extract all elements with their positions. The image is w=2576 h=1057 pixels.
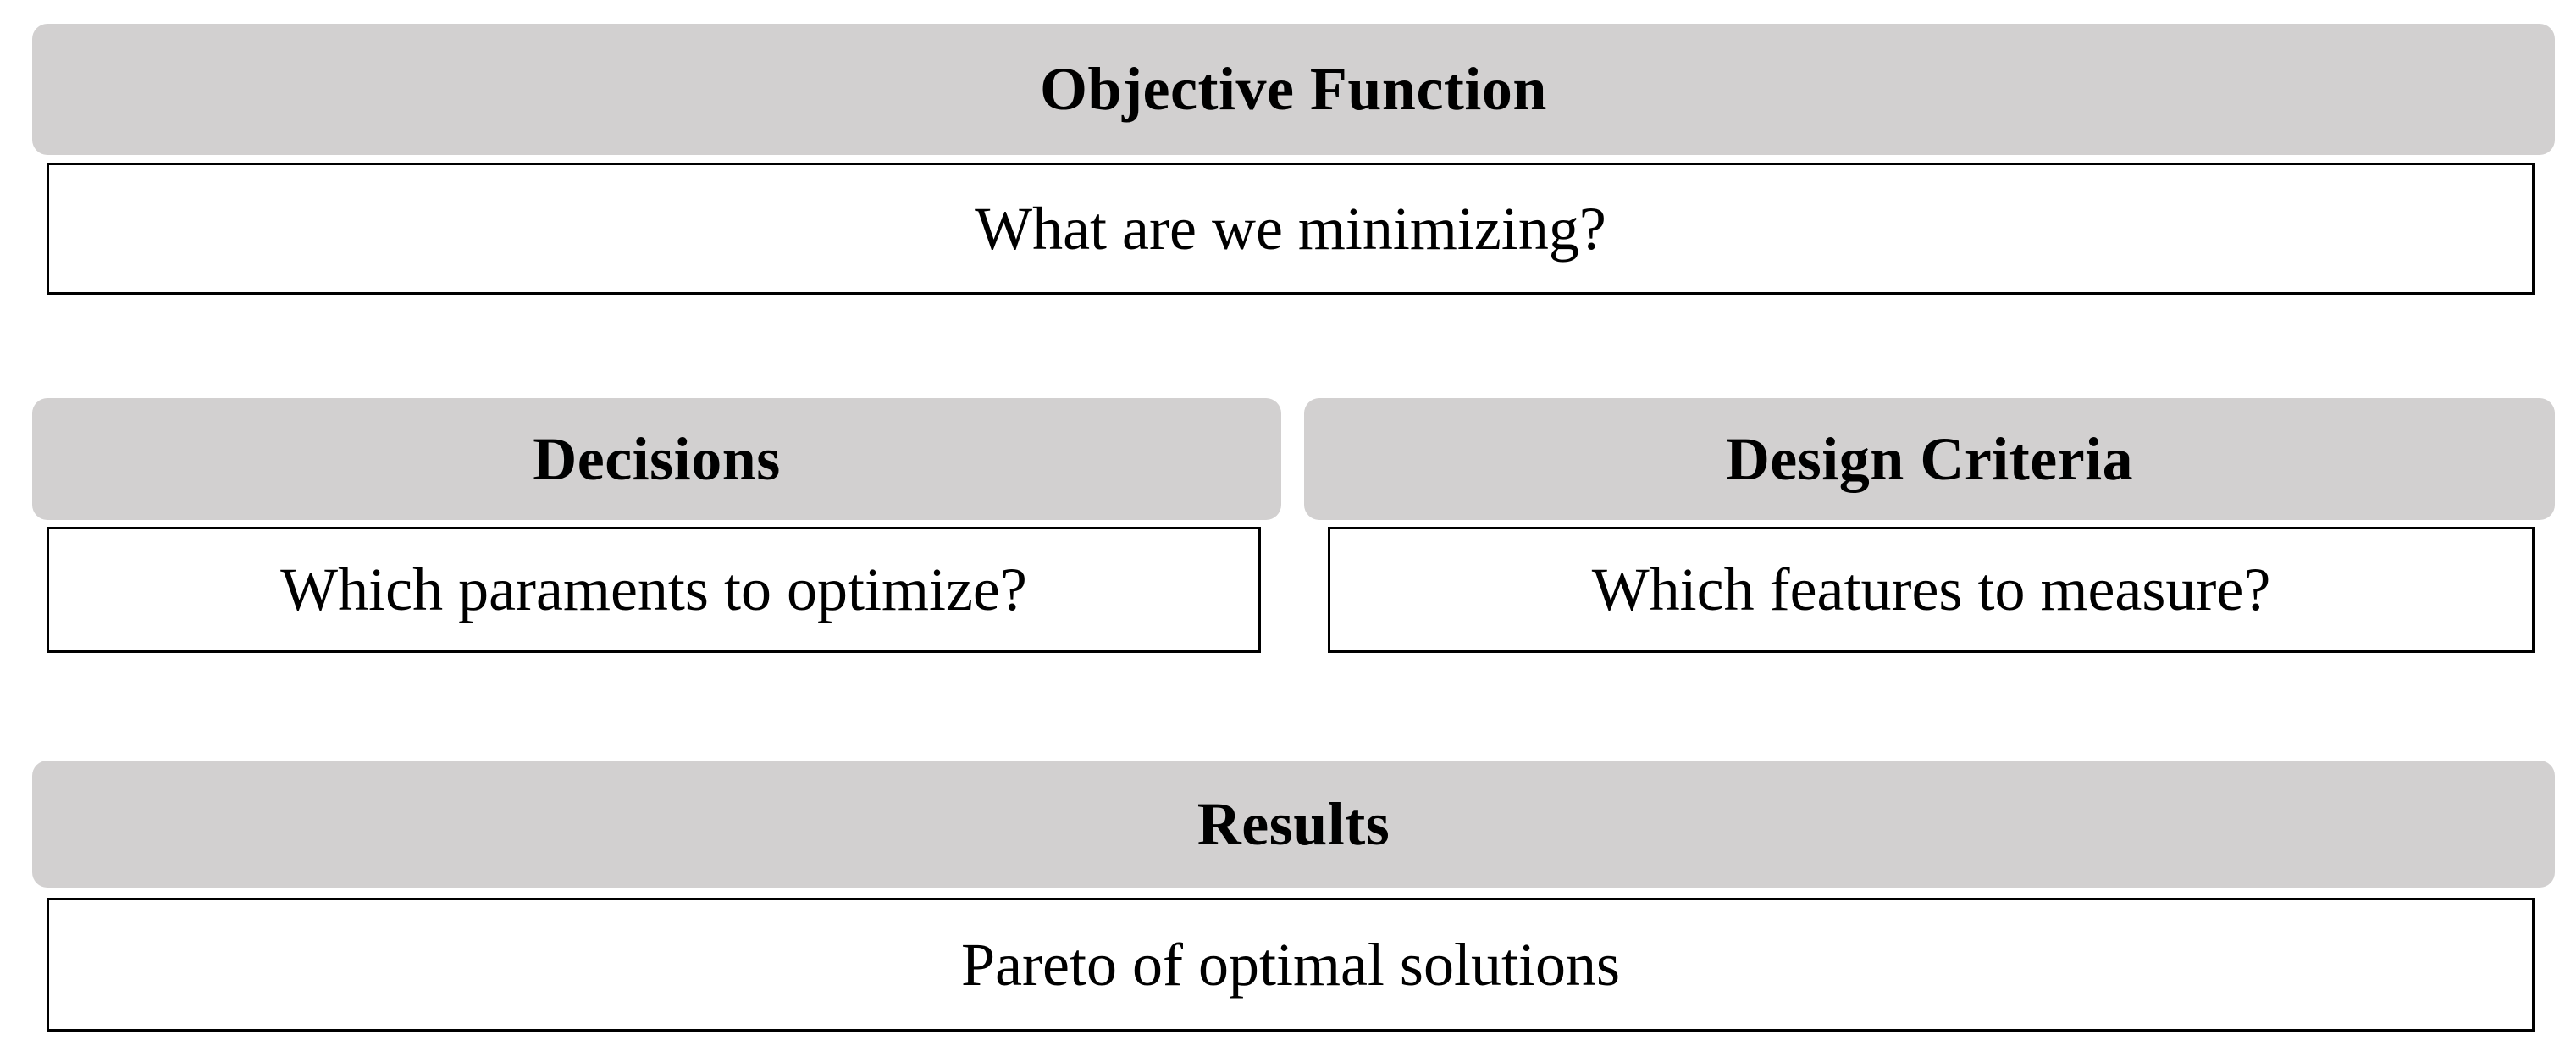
objective-function-box: What are we minimizing? xyxy=(47,163,2535,295)
design-criteria-header-label: Design Criteria xyxy=(1725,424,2134,493)
decisions-box: Which paraments to optimize? xyxy=(47,527,1261,653)
objective-function-header-label: Objective Function xyxy=(1040,55,1547,123)
decisions-header-label: Decisions xyxy=(533,424,781,493)
objective-function-header: Objective Function xyxy=(32,24,2555,155)
design-criteria-box-text: Which features to measure? xyxy=(1591,556,2271,623)
decisions-box-text: Which paraments to optimize? xyxy=(280,556,1027,623)
results-header: Results xyxy=(32,761,2555,888)
design-criteria-box: Which features to measure? xyxy=(1328,527,2535,653)
results-box: Pareto of optimal solutions xyxy=(47,898,2535,1032)
objective-function-box-text: What are we minimizing? xyxy=(975,194,1606,263)
results-box-text: Pareto of optimal solutions xyxy=(961,930,1620,999)
results-header-label: Results xyxy=(1197,789,1390,858)
design-criteria-header: Design Criteria xyxy=(1304,398,2555,520)
decisions-header: Decisions xyxy=(32,398,1281,520)
